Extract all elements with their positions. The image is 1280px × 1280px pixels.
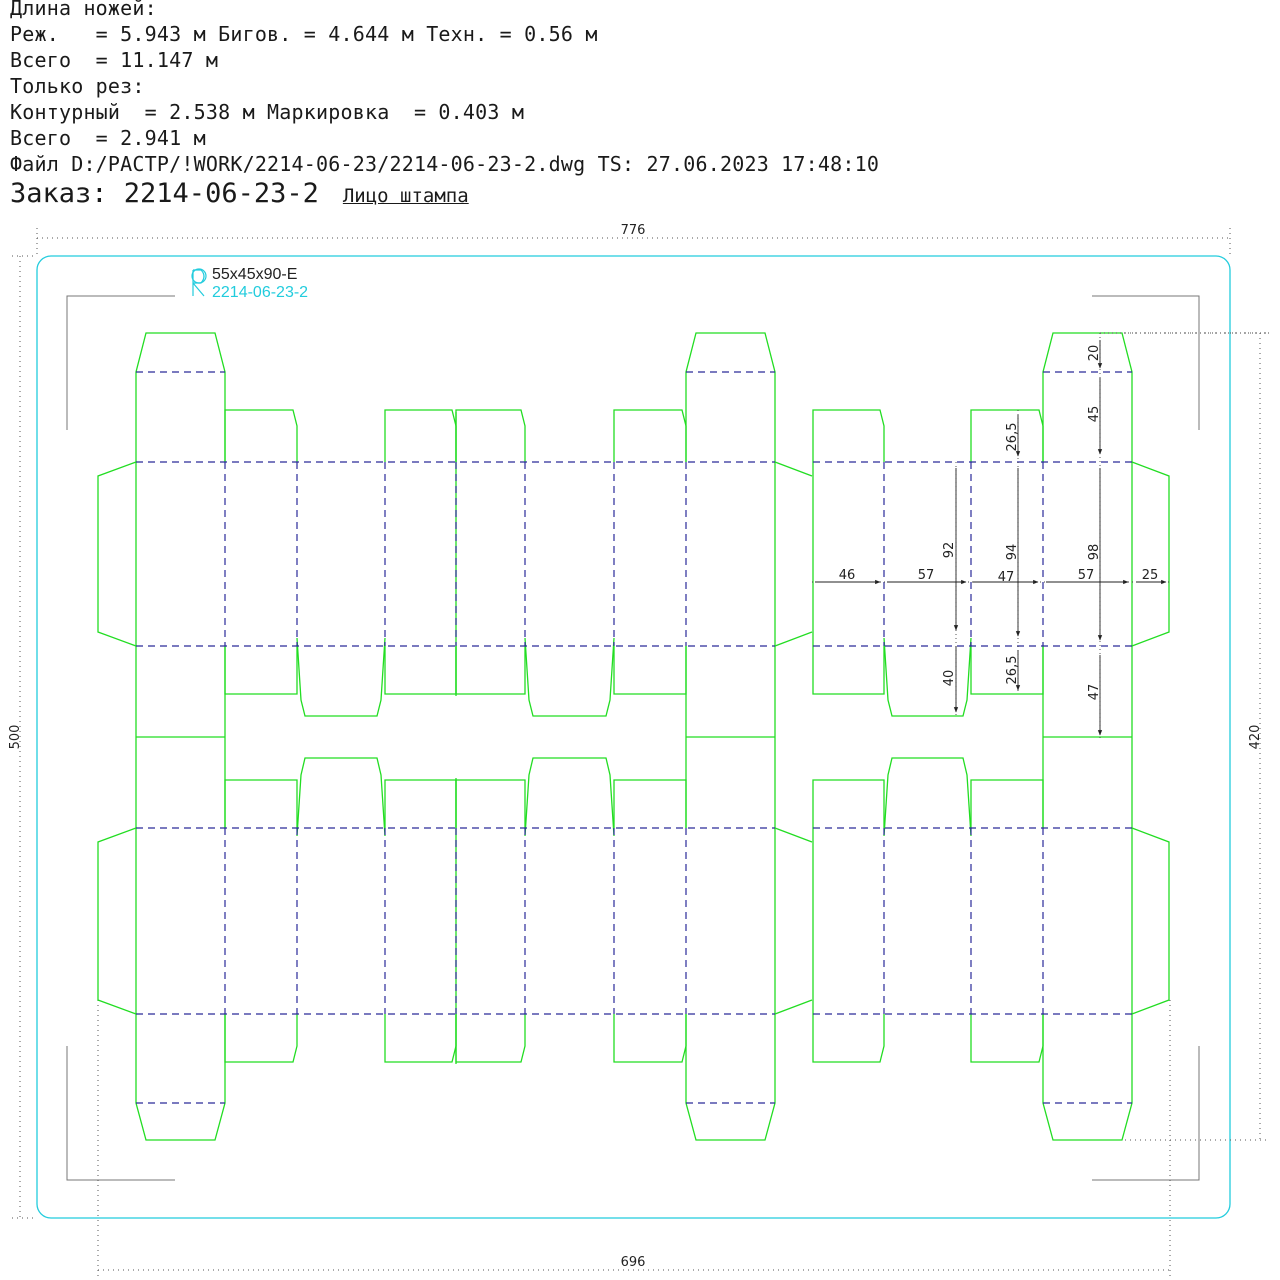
corner-mark-tl — [66, 295, 175, 430]
glue-flap-edge — [774, 631, 813, 647]
dust-flap-bottom — [970, 646, 1044, 695]
dim-26-5-bottom: 26,5 — [1005, 656, 1020, 685]
overall-dimension-lines — [12, 228, 1270, 1278]
header-cut-lengths: Контурный = 2.538 м Маркировка = 0.403 м — [10, 100, 525, 124]
dust-flap-bottom — [224, 646, 298, 695]
dim-overall-width: 776 — [621, 223, 646, 238]
dim-layout-height: 420 — [1248, 725, 1263, 750]
header-file-path: Файл D:/PACTP/!WORK/2214-06-23/2214-06-2… — [10, 152, 880, 176]
tuck-flap-bottom — [883, 637, 972, 717]
dust-flap-top — [455, 409, 526, 462]
dim-47-b: 47 — [1087, 684, 1102, 701]
glue-flap-left — [97, 827, 137, 1015]
tuck-flap-top — [524, 757, 615, 837]
dim-40: 40 — [942, 670, 957, 687]
dim-92: 92 — [942, 542, 957, 559]
end-flap-top — [135, 332, 226, 462]
glue-flap-edge — [774, 827, 813, 843]
dim-26-5-top: 26,5 — [1005, 423, 1020, 452]
dimension-labels: 20 45 26,5 92 94 98 46 57 47 57 25 40 26… — [839, 345, 1159, 701]
tuck-flap-top — [296, 757, 386, 837]
end-flap-top — [685, 332, 776, 462]
order-title: Заказ: 2214-06-23-2 Лицо штампа — [10, 178, 469, 209]
dimension-arrows — [815, 340, 1167, 736]
dust-flap-top — [224, 409, 298, 462]
stamp-logo-icon — [191, 268, 207, 297]
dust-flap-top — [384, 409, 457, 462]
dust-flap-bottom — [455, 646, 526, 695]
glue-flap-edge — [774, 999, 813, 1015]
order-number: Заказ: 2214-06-23-2 — [10, 178, 319, 209]
dust-flap-bottom — [812, 1014, 885, 1063]
dust-flap-bottom — [970, 1014, 1044, 1063]
dust-flap-top — [970, 409, 1044, 462]
corner-mark-tr — [1092, 295, 1200, 430]
dust-flap-top — [613, 409, 687, 462]
dim-57-a: 57 — [918, 568, 935, 583]
header-knife-length-title: Длина ножей: — [10, 0, 157, 20]
dust-flap-top — [812, 779, 885, 828]
dim-25: 25 — [1142, 568, 1159, 583]
dust-flap-top — [455, 779, 526, 828]
glue-flap-right — [1131, 827, 1170, 1015]
cut-lines — [97, 332, 1170, 1141]
header-total-cut: Всего = 2.941 м — [10, 126, 206, 150]
board-outline — [36, 255, 1231, 1219]
tuck-flap-top — [883, 757, 972, 837]
stamp-label: 55x45x90-E 2214-06-23-2 — [191, 266, 308, 301]
stamp-code: 2214-06-23-2 — [212, 284, 308, 301]
detail-dimension-lines — [812, 332, 1270, 740]
dust-flap-top — [812, 409, 885, 462]
corner-mark-bl — [66, 1046, 175, 1181]
corner-mark-br — [1092, 1046, 1200, 1181]
tuck-flap-bottom — [296, 637, 386, 717]
dust-flap-bottom — [613, 646, 687, 695]
dim-57-b: 57 — [1078, 568, 1095, 583]
dim-20: 20 — [1087, 345, 1102, 362]
corner-marks — [66, 295, 1200, 1181]
end-flap-top — [1042, 332, 1133, 462]
end-flap-bottom — [1042, 1014, 1133, 1141]
dim-46: 46 — [839, 568, 856, 583]
dim-94: 94 — [1005, 544, 1020, 561]
stamp-size: 55x45x90-E — [212, 266, 297, 283]
header-cut-only-title: Только рез: — [10, 74, 145, 98]
dust-flap-bottom — [384, 646, 457, 695]
dust-flap-top — [224, 779, 298, 828]
dust-flap-bottom — [224, 1014, 298, 1063]
end-flap-bottom — [685, 1014, 776, 1141]
dim-47-a: 47 — [998, 570, 1015, 585]
dust-flap-bottom — [384, 1014, 457, 1063]
dim-98: 98 — [1087, 544, 1102, 561]
dust-flap-top — [384, 779, 457, 828]
dust-flap-bottom — [613, 1014, 687, 1063]
dim-overall-height: 500 — [8, 725, 23, 750]
dust-flap-top — [970, 779, 1044, 828]
header-total-knife: Всего = 11.147 м — [10, 48, 219, 72]
end-flap-bottom — [135, 1014, 226, 1141]
dust-flap-top — [613, 779, 687, 828]
glue-flap-left — [97, 461, 137, 647]
tuck-flap-bottom — [524, 637, 615, 717]
header-knife-lengths: Реж. = 5.943 м Бигов. = 4.644 м Техн. = … — [10, 22, 598, 46]
dust-flap-bottom — [812, 646, 885, 695]
glue-flap-right — [1131, 461, 1170, 647]
dust-flap-bottom — [455, 1014, 526, 1063]
glue-flap-edge — [774, 461, 813, 477]
stamp-face-link[interactable]: Лицо штампа — [342, 185, 469, 207]
dim-45: 45 — [1087, 406, 1102, 423]
crease-lines — [136, 371, 1132, 1104]
dim-layout-width: 696 — [621, 1255, 646, 1270]
